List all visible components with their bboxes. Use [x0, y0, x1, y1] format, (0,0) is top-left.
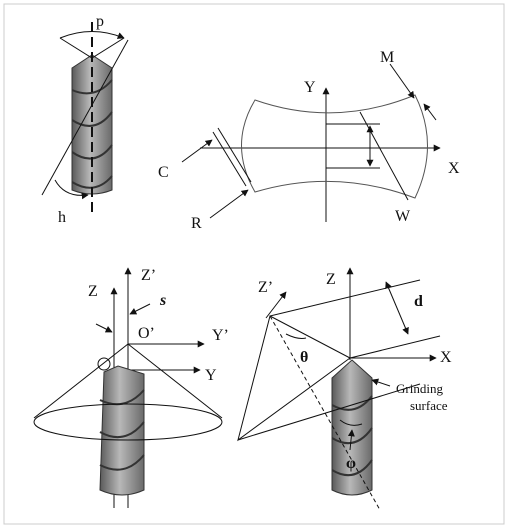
figure-frame — [3, 3, 505, 525]
point-angle-lines — [59, 37, 125, 59]
d-dimension — [385, 281, 409, 335]
cutting-edge-2 — [217, 127, 252, 183]
label-m: M — [380, 49, 394, 66]
drill-body-3 — [331, 359, 373, 496]
label-s: s — [159, 292, 166, 309]
label-z: Z — [88, 283, 98, 300]
label-phi: φ — [346, 455, 356, 472]
label-z-prime-2: Z’ — [258, 279, 273, 296]
drill-body-2 — [99, 365, 145, 496]
label-w: W — [395, 208, 411, 225]
z-prime-axis-3 — [265, 291, 287, 319]
label-c: C — [158, 164, 169, 181]
point-angle-arc — [59, 31, 125, 39]
cutting-edge-1 — [212, 131, 247, 187]
s-arrow-right — [129, 303, 151, 315]
label-z-2: Z — [326, 271, 336, 288]
label-r: R — [191, 215, 202, 232]
phi-leader — [347, 429, 355, 451]
s-arrow-left — [95, 323, 113, 333]
grinding-leader — [371, 378, 391, 387]
grinding-surface-line — [237, 383, 421, 441]
helix-line — [41, 39, 129, 196]
cone-base — [33, 403, 223, 441]
m-leader-2 — [423, 103, 437, 121]
label-o-prime: O’ — [138, 325, 155, 342]
label-grinding: Grinding — [396, 381, 443, 396]
label-y: Y — [304, 79, 316, 96]
grinding-model-view: Z’ Z d X θ Grinding surface φ — [237, 267, 452, 511]
drill-flutes-2 — [99, 389, 145, 471]
cone-model-view: Z’ Z s O’ Y’ Y — [33, 267, 229, 508]
label-x: X — [448, 160, 460, 177]
label-y-2: Y — [205, 367, 217, 384]
m-leader — [389, 63, 415, 99]
r-leader — [209, 189, 249, 219]
cone-apex-mark — [97, 357, 111, 371]
label-surface: surface — [410, 398, 448, 413]
label-h: h — [58, 209, 66, 226]
offset-line-bottom — [349, 335, 441, 359]
drill-side-view: p h — [41, 13, 129, 226]
phi-arc — [339, 419, 363, 426]
drill-flutes — [71, 79, 113, 189]
theta-arc — [285, 333, 307, 339]
helix-angle-arc — [54, 179, 89, 200]
web-leader-line — [359, 111, 409, 201]
label-p: p — [96, 13, 104, 30]
cone-axis-dashed — [269, 315, 381, 511]
label-theta: θ — [300, 349, 308, 366]
cross-section-view: Y X M C R W — [158, 49, 460, 232]
label-y-prime: Y’ — [212, 327, 229, 344]
label-x-2: X — [440, 349, 452, 366]
label-d: d — [414, 293, 423, 310]
label-z-prime: Z’ — [141, 267, 156, 284]
c-leader — [181, 139, 213, 163]
cone-generators — [33, 343, 223, 419]
grinding-cone-section — [237, 315, 351, 442]
section-outline — [241, 94, 428, 199]
offset-line-top — [269, 279, 421, 317]
